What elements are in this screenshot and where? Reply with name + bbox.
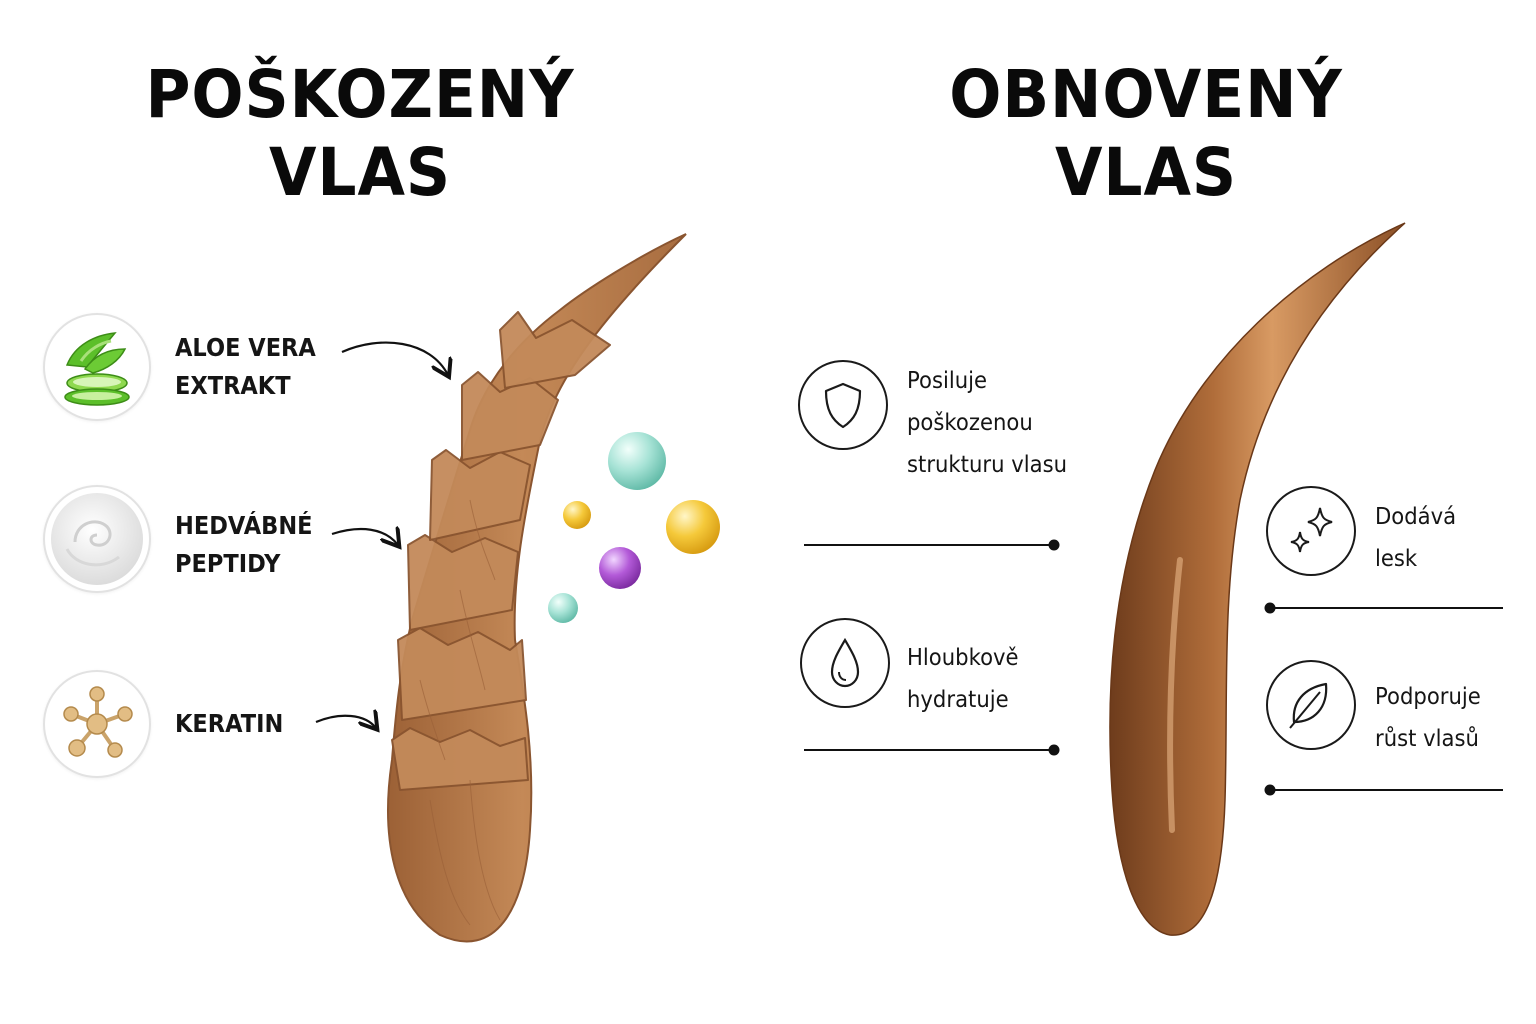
benefit-label-growth: Podporuje růst vlasů [1375,684,1481,752]
restored-hair-title: OBNOVENÝ VLAS [867,56,1425,212]
active-ingredient-droplets [548,432,720,623]
keratin-arrow [315,716,376,728]
leaf-icon [1266,660,1356,750]
benefit-label-hydrates: Hloubkově hydratuje [907,645,1019,713]
ingredient-label-keratin: KERATIN [175,709,284,738]
droplet-teal-large [608,432,666,490]
aloe-arrow [341,341,448,375]
benefit-label-shine: Dodává lesk [1375,504,1457,572]
restored-hair-title-line2: VLAS [1054,134,1238,211]
restored-hair-title-line1: OBNOVENÝ [949,56,1343,133]
benefit-label-strengthens: Posiluje poškozenou strukturu vlasu [907,368,1068,478]
damaged-hair-title-line1: POŠKOZENÝ [145,56,575,133]
droplet-purple [599,547,641,589]
ingredient-label-aloe: ALOE VERA EXTRAKT [175,333,316,400]
damaged-hair-title: POŠKOZENÝ VLAS [81,56,639,212]
droplet-yellow-large [666,500,720,554]
damaged-hair-strand [387,233,687,943]
damaged-hair-title-line2: VLAS [268,134,452,211]
ingredient-arrows [315,341,448,728]
keratin-molecule-icon [43,670,151,778]
ingredient-label-peptides: HEDVÁBNÉ PEPTIDY [175,511,313,578]
water-drop-icon [800,618,890,708]
silk-cream-icon [43,485,151,593]
droplet-teal-small [548,593,578,623]
aloe-vera-icon [43,313,151,421]
peptide-arrow [331,529,398,545]
shield-icon [798,360,888,450]
sparkle-icon [1266,486,1356,576]
droplet-yellow-small [563,501,591,529]
benefit-divider-lines [804,539,1503,796]
restored-hair-strand [1109,222,1406,936]
